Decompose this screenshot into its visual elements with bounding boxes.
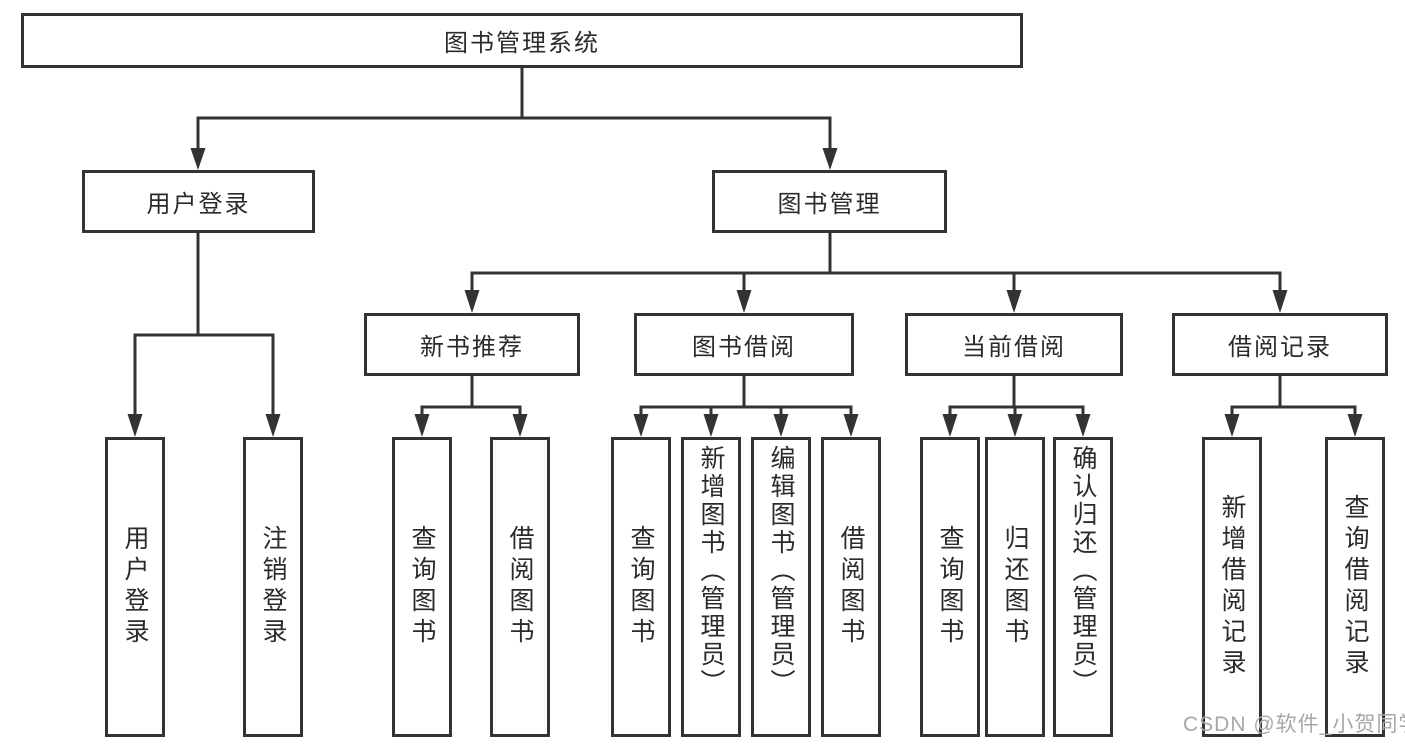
leaf-current-confirm-return-admin: 确认归还（管理员） <box>1053 437 1113 737</box>
leaf-user-login: 用户登录 <box>105 437 165 737</box>
leaf-current-query-book: 查询图书 <box>920 437 980 737</box>
leaf-borrow-edit-book-admin: 编辑图书（管理员） <box>751 437 811 737</box>
leaf-borrow-query-book: 查询图书 <box>611 437 671 737</box>
node-book-management: 图书管理 <box>712 170 947 233</box>
leaf-borrow-borrow-book: 借阅图书 <box>821 437 881 737</box>
node-new-book-recommend: 新书推荐 <box>364 313 580 376</box>
node-current-borrow: 当前借阅 <box>905 313 1123 376</box>
leaf-record-query-record: 查询借阅记录 <box>1325 437 1385 737</box>
leaf-current-return-book: 归还图书 <box>985 437 1045 737</box>
leaf-newbook-borrow-book: 借阅图书 <box>490 437 550 737</box>
node-borrow-record: 借阅记录 <box>1172 313 1388 376</box>
node-book-borrow: 图书借阅 <box>634 313 854 376</box>
leaf-newbook-query-book: 查询图书 <box>392 437 452 737</box>
leaf-record-add-record: 新增借阅记录 <box>1202 437 1262 737</box>
leaf-borrow-add-book-admin: 新增图书（管理员） <box>681 437 741 737</box>
node-root-system: 图书管理系统 <box>21 13 1023 68</box>
csdn-watermark: CSDN @软件_小贺同学 <box>1183 713 1405 736</box>
leaf-logout: 注销登录 <box>243 437 303 737</box>
node-user-login: 用户登录 <box>82 170 315 233</box>
